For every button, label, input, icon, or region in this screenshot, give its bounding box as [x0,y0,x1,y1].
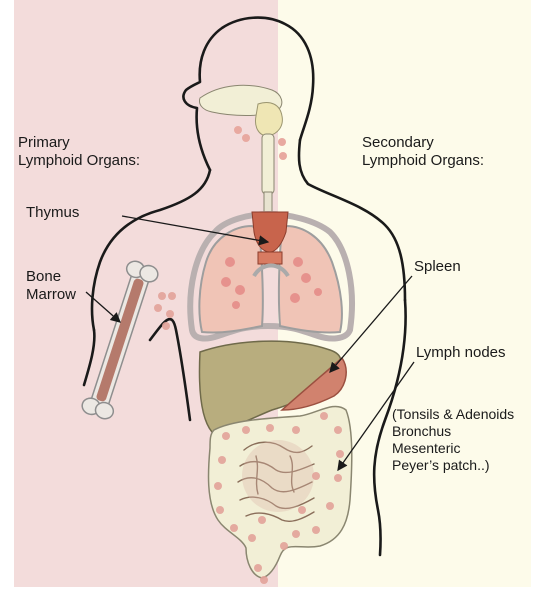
lymph-nodes-label: Lymph nodes [416,344,506,362]
primary-label-line-1: Primary [18,134,140,152]
primary-organs-label: Primary Lymphoid Organs: [18,134,140,170]
secondary-organs-label: Secondary Lymphoid Organs: [362,134,484,170]
node-list-line-3: Mesenteric [392,440,514,457]
primary-label-line-2: Lymphoid Organs: [18,152,140,170]
thymus-lower [258,252,282,264]
intestine-coil-fill [242,440,314,512]
secondary-label-line-2: Lymphoid Organs: [362,152,484,170]
bone-label-line-1: Bone [26,268,76,286]
node-list-line-2: Bronchus [392,423,514,440]
bone-label-line-2: Marrow [26,286,76,304]
spleen-label: Spleen [414,258,461,276]
lymph-node-list: (Tonsils & Adenoids Bronchus Mesenteric … [392,406,514,474]
secondary-label-line-1: Secondary [362,134,484,152]
node-list-line-4: Peyer’s patch..) [392,457,514,474]
node-list-line-1: (Tonsils & Adenoids [392,406,514,423]
thymus-label: Thymus [26,204,79,222]
bone-marrow-label: Bone Marrow [26,268,76,304]
